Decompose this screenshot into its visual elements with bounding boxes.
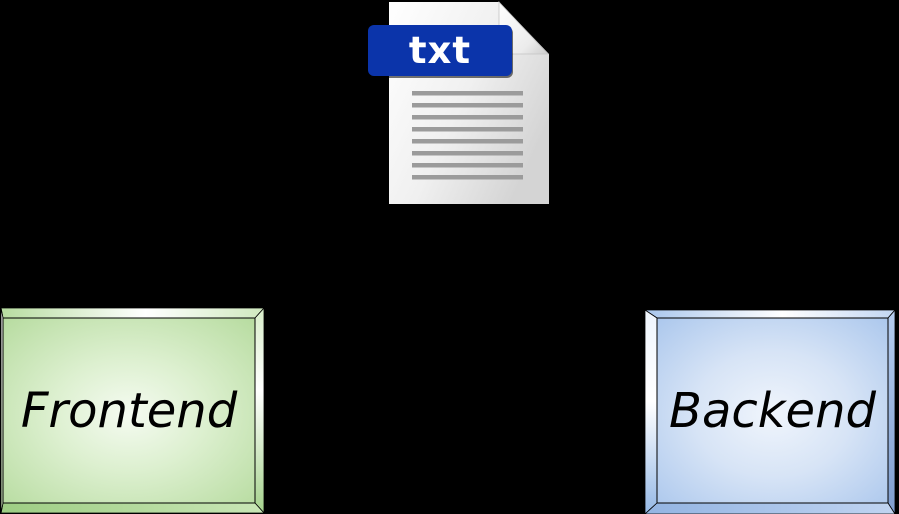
document-text-line xyxy=(412,127,523,132)
backend-left-bevel xyxy=(645,310,658,514)
document-text-line xyxy=(412,139,523,144)
frontend-top-bevel xyxy=(1,308,264,319)
backend-top-bevel xyxy=(645,310,895,319)
frontend-box-shape xyxy=(1,308,264,514)
frontend-bottom-bevel xyxy=(1,502,264,514)
node-frontend[interactable]: Frontend xyxy=(1,308,264,514)
backend-bottom-bevel xyxy=(645,502,895,514)
document-text-line xyxy=(412,91,523,96)
document-text-line xyxy=(412,115,523,120)
backend-right-bevel xyxy=(887,310,895,514)
document-text-lines xyxy=(412,91,523,180)
txt-file-icon[interactable]: txt xyxy=(368,1,554,205)
backend-front-face xyxy=(656,317,889,504)
document-text-line xyxy=(412,175,523,180)
document-text-line xyxy=(412,151,523,156)
backend-box-shape xyxy=(645,310,895,514)
frontend-right-bevel xyxy=(254,308,264,514)
document-text-line xyxy=(412,103,523,108)
frontend-front-face xyxy=(2,317,256,504)
node-backend[interactable]: Backend xyxy=(645,310,895,514)
document-text-line xyxy=(412,163,523,168)
file-extension-badge: txt xyxy=(368,25,512,76)
